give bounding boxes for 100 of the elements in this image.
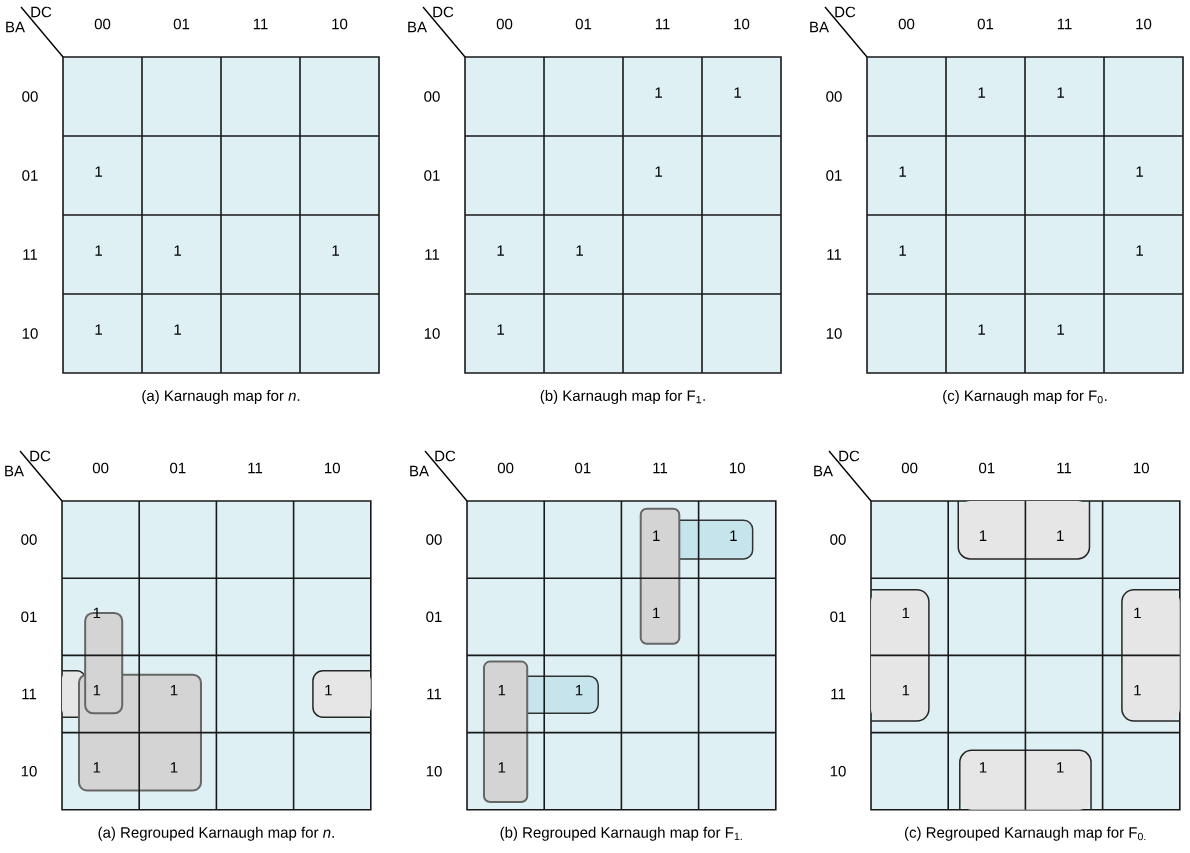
cell-value: 1: [95, 166, 102, 177]
caption: (c) Regrouped Karnaugh map for F$_{0.}$: [905, 826, 1146, 841]
column-header: 10: [1134, 462, 1149, 474]
cell-value: 1: [655, 87, 662, 98]
cell-value: 1: [978, 324, 985, 335]
row-header: 11: [23, 249, 38, 260]
axis-label: DC: [839, 450, 860, 462]
column-header: 01: [173, 18, 190, 30]
cell-value: 1: [1057, 324, 1064, 335]
column-header: 00: [497, 462, 514, 474]
cell-value: 1: [95, 245, 102, 256]
axis-label: DC: [30, 450, 51, 462]
row-header: 10: [830, 765, 846, 777]
axis-label: BA: [814, 465, 833, 477]
axis-label: BA: [408, 21, 427, 33]
column-header: 11: [248, 462, 263, 474]
caption: (a) Karnaugh map for n.: [142, 390, 300, 404]
axis-label: BA: [410, 465, 429, 477]
row-header: 00: [830, 534, 846, 545]
cell-value: 1: [1134, 685, 1141, 696]
column-header: 11: [253, 18, 268, 30]
row-header: 00: [426, 534, 442, 545]
row-header: 00: [424, 91, 440, 102]
cell-value: 1: [902, 685, 910, 696]
cell-value: 1: [979, 530, 987, 541]
caption: (c) Karnaugh map for F$_{0}$.: [943, 390, 1107, 404]
cell-value: 1: [1057, 530, 1064, 541]
column-header: 01: [977, 18, 994, 30]
cell-value: 1: [734, 87, 741, 98]
axis-label: BA: [810, 21, 829, 33]
row-header: 01: [21, 611, 37, 623]
column-header: 10: [332, 18, 348, 30]
column-header: 11: [655, 18, 670, 30]
row-header: 11: [831, 688, 846, 700]
column-header: 01: [979, 462, 995, 474]
row-header: 00: [22, 91, 38, 102]
cell-value: 1: [332, 245, 339, 256]
cell-value: 1: [899, 166, 906, 177]
cell-value: 1: [497, 245, 504, 256]
column-header: 00: [92, 462, 109, 474]
column-header: 00: [901, 462, 918, 474]
cell-value: 1: [902, 607, 910, 619]
column-header: 11: [653, 462, 668, 474]
row-header: 10: [424, 328, 440, 339]
cell-value: 1: [576, 245, 583, 256]
axis-label: DC: [835, 6, 856, 18]
caption: (a) Regrouped Karnaugh map for n.: [98, 826, 334, 841]
cell-value: 1: [899, 245, 906, 256]
row-header: 01: [424, 170, 440, 181]
column-header: 01: [575, 18, 592, 30]
column-header: 10: [730, 462, 745, 474]
column-header: 01: [575, 462, 591, 474]
row-header: 11: [827, 249, 842, 260]
cell-value: 1: [498, 762, 506, 773]
cell-value: 1: [979, 762, 987, 773]
cell-value: 1: [653, 530, 660, 541]
row-header: 10: [426, 765, 442, 777]
column-header: 10: [325, 462, 340, 474]
cell-value: 1: [730, 530, 737, 541]
cell-value: 1: [93, 762, 101, 773]
column-header: 11: [1057, 462, 1072, 474]
cell-value: 1: [174, 324, 181, 335]
row-header: 00: [826, 91, 842, 102]
cell-value: 1: [1136, 245, 1143, 256]
cell-value: 1: [170, 762, 178, 773]
row-header: 11: [22, 688, 37, 700]
cell-value: 1: [1057, 87, 1064, 98]
axis-label: DC: [435, 450, 456, 462]
cell-value: 1: [325, 685, 332, 696]
column-header: 01: [170, 462, 186, 474]
cell-value: 1: [575, 685, 583, 696]
column-header: 00: [496, 18, 513, 30]
caption: (b) Regrouped Karnaugh map for F$_{1.}$: [500, 826, 742, 841]
row-header: 11: [427, 688, 442, 700]
column-header: 10: [1136, 18, 1152, 30]
cell-value: 1: [93, 607, 101, 619]
cell-value: 1: [1057, 762, 1064, 773]
cell-value: 1: [174, 245, 181, 256]
row-header: 10: [22, 328, 38, 339]
column-header: 11: [1057, 18, 1072, 30]
cell-value: 1: [498, 685, 506, 696]
caption: (b) Karnaugh map for F$_{1}$.: [540, 390, 705, 404]
cell-value: 1: [93, 685, 101, 696]
row-header: 01: [426, 611, 442, 623]
row-header: 10: [21, 765, 37, 777]
cell-value: 1: [978, 87, 985, 98]
cell-value: 1: [497, 324, 504, 335]
cell-value: 1: [655, 166, 662, 177]
row-header: 11: [425, 249, 440, 260]
cell-value: 1: [1136, 166, 1143, 177]
axis-label: DC: [433, 6, 454, 18]
axis-label: BA: [5, 465, 24, 477]
column-header: 10: [734, 18, 750, 30]
row-header: 01: [22, 170, 38, 181]
row-header: 10: [826, 328, 842, 339]
row-header: 01: [826, 170, 842, 181]
column-header: 00: [94, 18, 111, 30]
cell-value: 1: [653, 607, 660, 619]
row-header: 01: [830, 611, 846, 623]
axis-label: BA: [6, 21, 25, 33]
